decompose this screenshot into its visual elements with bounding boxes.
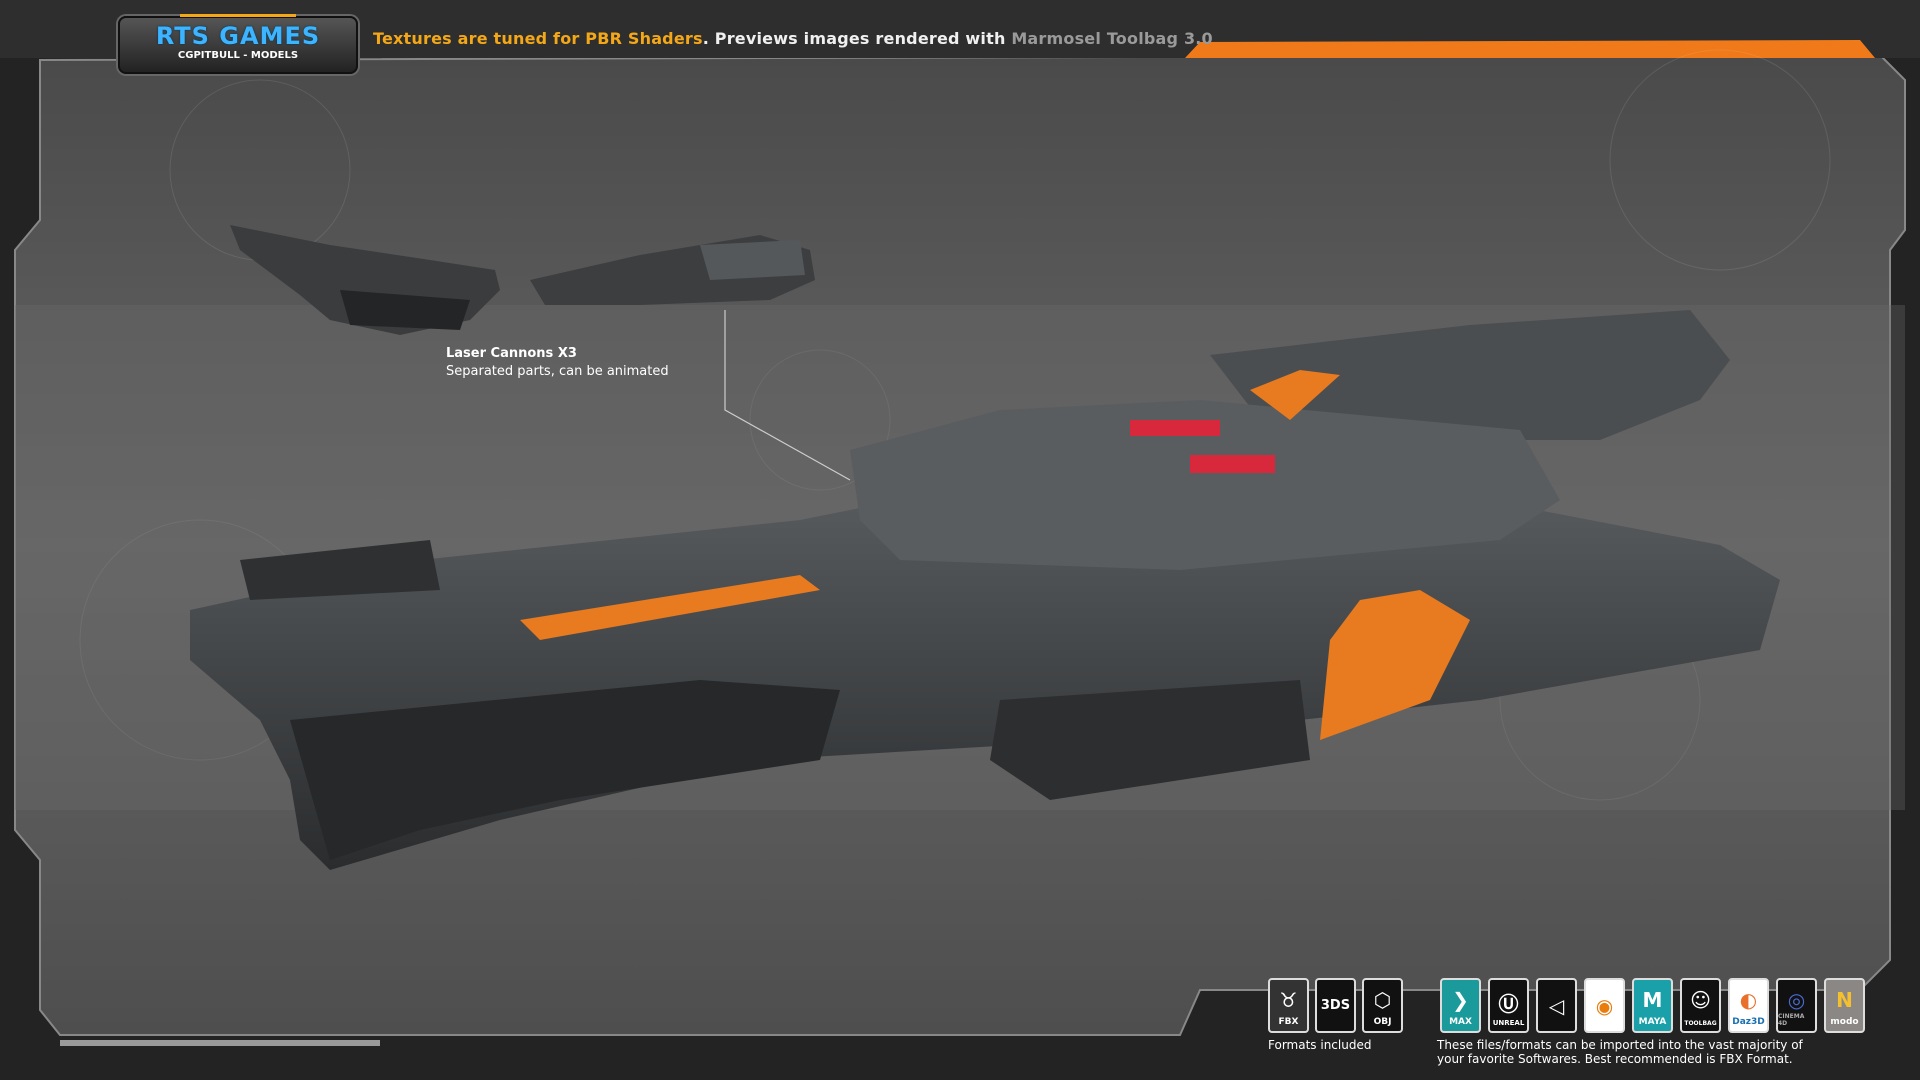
unity-icon: ◁ [1536,978,1577,1033]
callout-label: Laser Cannons X3 Separated parts, can be… [446,345,669,381]
callout-title: Laser Cannons X3 [446,346,577,361]
header-main: . Previews images rendered with [702,29,1012,48]
orange-stripe [1185,40,1875,58]
logo-title: RTS GAMES [155,22,321,50]
formats-caption: Formats included [1268,1038,1372,1052]
blender-icon: ◉ [1584,978,1625,1033]
laser-cannon-models [230,225,815,335]
callout-line [724,310,851,481]
cinema4d-icon: ◎CINEMA 4D [1776,978,1817,1033]
fbx-icon: ♉FBX [1268,978,1309,1033]
rts-games-logo: RTS GAMES CGPITBULL - MODELS [118,14,358,74]
3ds-max-icon: ❯MAX [1440,978,1481,1033]
3ds-icon: 3DS [1315,978,1356,1033]
software-caption: These files/formats can be imported into… [1437,1038,1803,1066]
obj-icon: ⬡OBJ [1362,978,1403,1033]
logo-subtitle: CGPITBULL - MODELS [177,50,299,61]
callout-subtitle: Separated parts, can be animated [446,364,669,379]
daz3d-icon: ◐Daz3D [1728,978,1769,1033]
header-highlight: Textures are tuned for PBR Shaders [373,29,703,48]
format-icons: ♉FBX 3DS ⬡OBJ [1268,978,1403,1033]
header-muted: Marmosel Toolbag 3.0 [1011,29,1213,48]
marmoset-toolbag-icon: ☺TOOLBAG [1680,978,1721,1033]
header-info: Textures are tuned for PBR Shaders. Prev… [373,29,1213,48]
spaceship-model [190,310,1780,870]
